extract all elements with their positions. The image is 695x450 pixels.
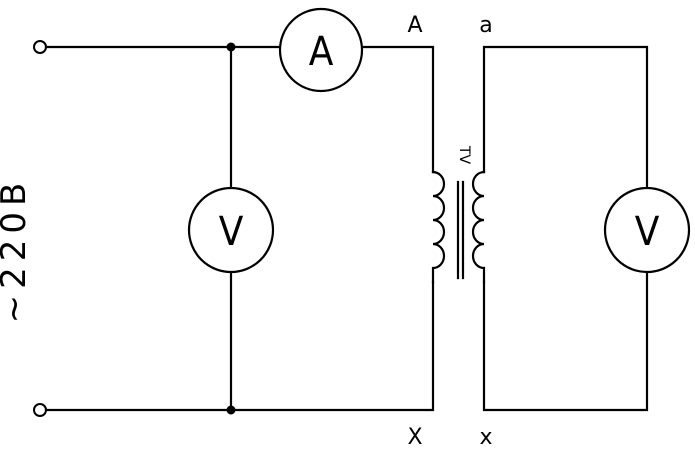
source-voltage-label: ~220В: [0, 177, 34, 324]
ammeter: A: [278, 7, 364, 93]
primary-top-label: A: [407, 13, 422, 38]
wire-secondary-bottom: [482, 270, 649, 412]
wire-secondary-top: [482, 45, 649, 190]
transformer-secondary-winding: [471, 170, 486, 284]
transformer-label: TV: [456, 145, 472, 165]
wire-top-primary: [360, 45, 435, 174]
secondary-top-label: a: [479, 13, 492, 38]
voltmeter-secondary-label: V: [635, 209, 660, 255]
junction-dot-bottom: [226, 405, 236, 415]
voltmeter-primary-label: V: [219, 209, 244, 255]
junction-dot-top: [226, 42, 236, 52]
ammeter-label: A: [309, 29, 334, 75]
voltmeter-secondary: V: [603, 186, 691, 274]
transformer-primary-winding: [431, 170, 446, 284]
voltmeter-primary: V: [187, 186, 275, 274]
wire-bottom-primary: [44, 280, 435, 412]
secondary-bottom-label: x: [479, 425, 492, 450]
input-terminal-bottom: [33, 403, 47, 417]
input-terminal-top: [33, 40, 47, 54]
primary-bottom-label: X: [407, 425, 422, 450]
